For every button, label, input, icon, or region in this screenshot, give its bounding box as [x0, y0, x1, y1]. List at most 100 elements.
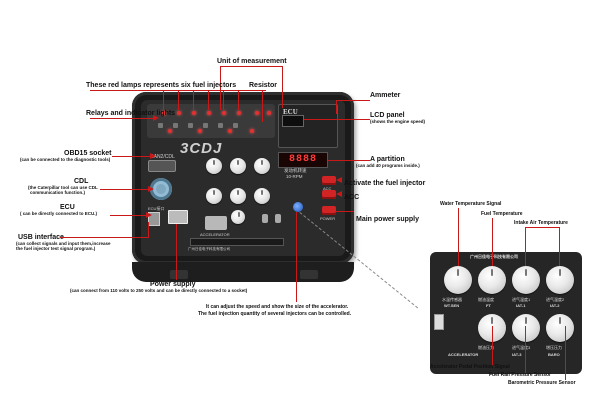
- leader-line: [336, 100, 337, 114]
- intake-air-label: Intake Air Temperature: [514, 220, 568, 226]
- leader-line: [220, 66, 282, 67]
- program-slot: [190, 238, 284, 246]
- toggle-switch[interactable]: [275, 214, 281, 223]
- relay: [173, 123, 178, 128]
- rpm-label: 发动机转速: [284, 168, 307, 173]
- lcd-sub: (shows the engine speed): [370, 119, 426, 124]
- speed-dial[interactable]: [293, 202, 303, 212]
- leader-line: [238, 90, 239, 110]
- zoom-knob-label: 进气温度1: [512, 297, 531, 302]
- zoom-knob-water-temp[interactable]: [444, 266, 472, 294]
- usb-sub-1: (can collect signals and input them,incr…: [16, 241, 111, 246]
- main-power-label: Main power supply: [356, 216, 420, 223]
- zoom-knob-code: ACCELERATOR: [448, 352, 479, 357]
- speed-line-1: It can adjust the speed and show the siz…: [206, 304, 349, 310]
- rpm-unit: 10-RPM: [286, 174, 303, 179]
- unit-label: Unit of measurement: [217, 58, 287, 65]
- indicator-lamp: [255, 111, 259, 115]
- zoom-knob-label: 水温传感器: [442, 297, 462, 302]
- fuel-temp-label: Fuel Temperature: [481, 211, 523, 217]
- indicator-lamp: [250, 129, 254, 133]
- zoom-company: 广州日佳电子科技有限公司: [470, 254, 518, 259]
- leader-line: [304, 119, 370, 120]
- activate-label: Activate the fuel injector: [344, 180, 426, 187]
- leader-line: [492, 218, 494, 266]
- sensor-knob[interactable]: [206, 158, 222, 174]
- zoom-knob-intake-1[interactable]: [512, 266, 540, 294]
- sensor-knob[interactable]: [254, 188, 270, 204]
- sensor-knob[interactable]: [206, 188, 222, 204]
- sensor-knob[interactable]: [230, 188, 246, 204]
- ammeter-label: Ammeter: [370, 92, 401, 99]
- obd-label: OBD15 socket: [64, 150, 112, 157]
- zoom-knob-label: 燃油温度: [478, 297, 494, 302]
- usb-sub-2: the fuel injector test signal program.): [16, 246, 96, 251]
- accel-pedal-label: Accelerator Pedal Position Signal: [430, 364, 510, 370]
- ammeter-display: [282, 115, 304, 127]
- leader-line: [559, 227, 561, 266]
- zoom-knob-intake-2[interactable]: [546, 266, 574, 294]
- brand-logo: 3CDJ: [180, 140, 223, 157]
- relay: [203, 123, 208, 128]
- acc-button-label: ACC: [323, 186, 332, 191]
- zoom-knob-label: 进气温度3: [512, 345, 531, 350]
- zoom-knob-baro[interactable]: [546, 314, 574, 342]
- leader-line: [90, 118, 154, 119]
- zoom-knob-label: 进气温度2: [546, 297, 565, 302]
- injector-lamp-6: [237, 111, 241, 115]
- accelerator-block[interactable]: [205, 216, 227, 230]
- arrow: [148, 186, 154, 192]
- leader-line: [525, 227, 527, 266]
- rail-pressure-label: Fuel Rail Pressure Sensor: [489, 372, 551, 378]
- ecu-sub: ( can be directly connected to ECU.): [20, 211, 98, 216]
- zoom-knob-fuel-temp[interactable]: [478, 266, 506, 294]
- leader-line: [565, 326, 567, 380]
- lcd-label: LCD panel: [370, 112, 405, 119]
- acc-button[interactable]: [322, 190, 336, 199]
- latch-left: [170, 270, 188, 279]
- leader-line: [220, 66, 221, 110]
- ecu-port-label: ECU接口: [148, 206, 165, 211]
- obd15-socket[interactable]: [148, 160, 176, 172]
- power-socket[interactable]: [168, 210, 188, 224]
- leader-line: [262, 90, 263, 122]
- zoom-knob-code: IAT-2: [550, 303, 560, 308]
- injector-lamp-1: [162, 111, 166, 115]
- leader-line: [178, 90, 179, 110]
- manufacturer-text: 广州日佳电子科技有限公司: [188, 247, 230, 251]
- zoom-knob-code: WT.SEN: [444, 303, 460, 308]
- leader-line: [296, 212, 297, 302]
- toggle-switch[interactable]: [262, 214, 268, 223]
- leader-line: [193, 90, 194, 110]
- leader-line: [163, 90, 164, 110]
- injector-lamp-2: [177, 111, 181, 115]
- power-label-annotation: Power supply: [150, 281, 196, 288]
- leader-line: [525, 227, 560, 228]
- zoom-knob-code: IAT-1: [516, 303, 526, 308]
- leader-line: [492, 326, 494, 366]
- leader-line: [223, 90, 224, 110]
- arrow: [153, 115, 159, 121]
- arrow: [150, 153, 156, 159]
- injector-lamp-4: [207, 111, 211, 115]
- leader-line: [208, 90, 209, 110]
- relay: [233, 123, 238, 128]
- sensor-knob[interactable]: [254, 158, 270, 174]
- cdl-connector[interactable]: [150, 178, 172, 200]
- activate-injector-button[interactable]: [322, 176, 336, 185]
- indicator-lamp: [168, 129, 172, 133]
- zoom-knob-label: 燃油压力: [478, 345, 494, 350]
- accelerator-knob[interactable]: [231, 210, 245, 224]
- arrow: [336, 177, 342, 183]
- sensor-knob[interactable]: [230, 158, 246, 174]
- power-button[interactable]: [322, 206, 336, 215]
- relay: [158, 123, 163, 128]
- accelerator-label: ACCELERATOR: [200, 232, 230, 237]
- relay: [188, 123, 193, 128]
- injector-lamp-5: [222, 111, 226, 115]
- relay: [218, 123, 223, 128]
- lamps-label: These red lamps represents six fuel inje…: [86, 82, 237, 89]
- zoom-toggle[interactable]: [434, 314, 444, 330]
- zoom-knob-label: 增压压力: [546, 345, 562, 350]
- resistor-label: Resistor: [249, 82, 278, 89]
